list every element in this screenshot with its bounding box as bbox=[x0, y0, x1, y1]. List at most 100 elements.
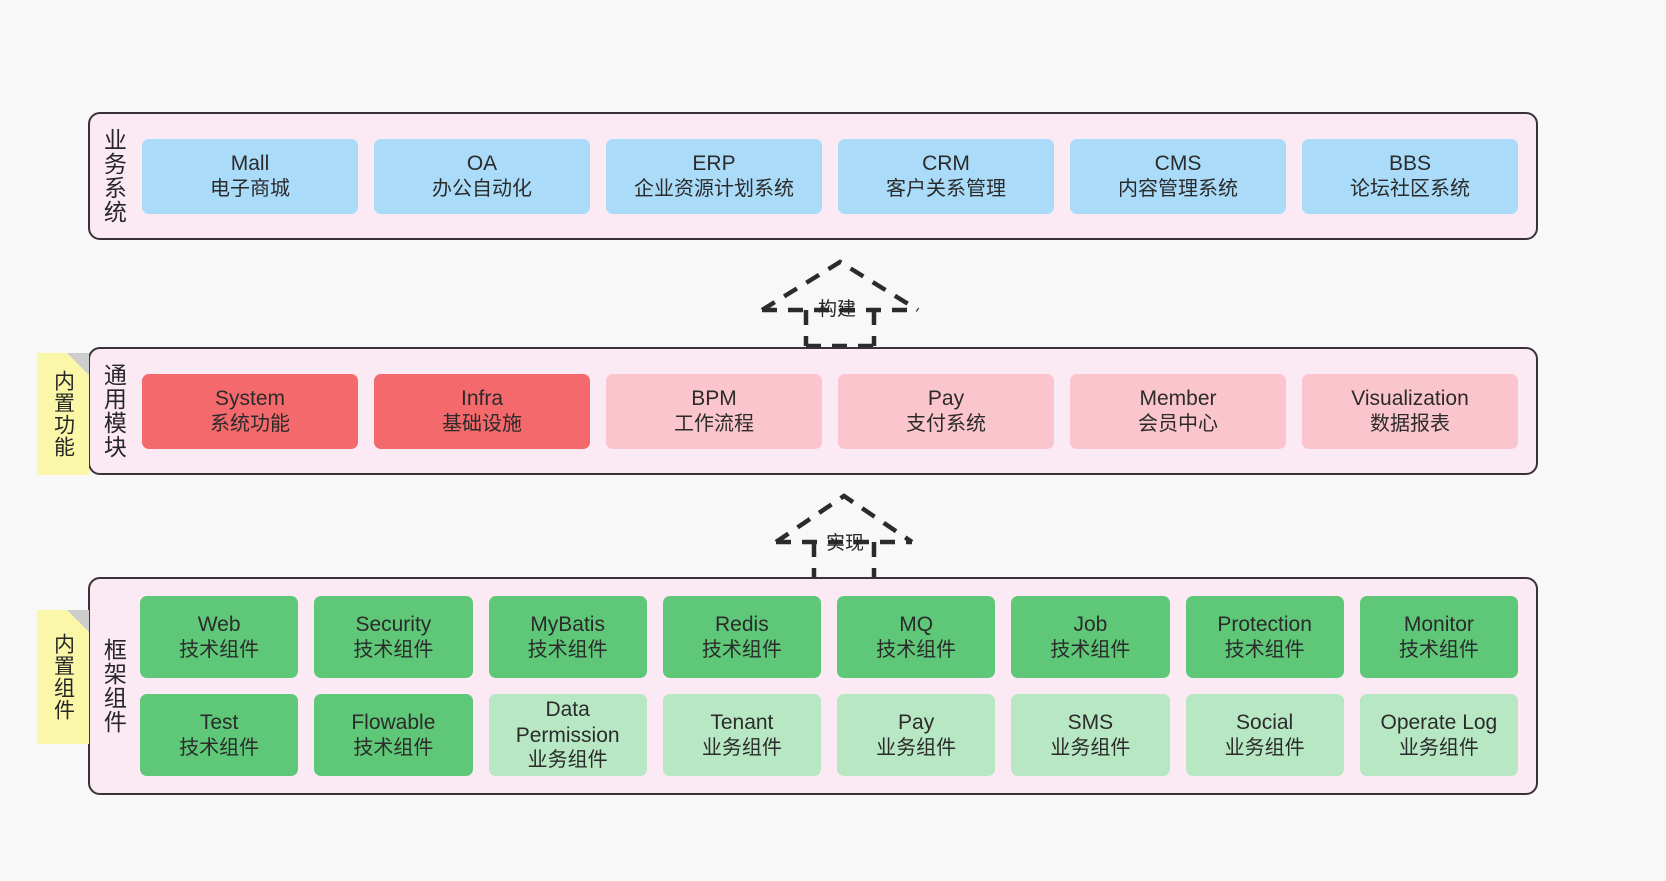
node-bpm[interactable]: BPM 工作流程 bbox=[606, 373, 822, 449]
node-title: Pay bbox=[898, 711, 935, 734]
node-title: Pay bbox=[927, 387, 965, 410]
row: Web 技术组件 Security 技术组件 MyBatis 技术组件 Redi… bbox=[140, 596, 1518, 678]
row: System 系统功能 Infra 基础设施 BPM 工作流程 Pay 支付系统… bbox=[142, 373, 1518, 449]
node-member[interactable]: Member 会员中心 bbox=[1070, 373, 1286, 449]
generalization-triangle-sides bbox=[774, 493, 914, 544]
node-monitor[interactable]: Monitor 技术组件 bbox=[1359, 596, 1518, 678]
connector-build-label: 构建 bbox=[818, 299, 857, 320]
node-subtitle: 业务组件 bbox=[527, 749, 608, 772]
node-redis[interactable]: Redis 技术组件 bbox=[662, 596, 821, 678]
node-subtitle: 技术组件 bbox=[1398, 638, 1479, 661]
node-test[interactable]: Test 技术组件 bbox=[140, 694, 299, 776]
node-subtitle: 技术组件 bbox=[353, 736, 434, 759]
node-subtitle: 业务组件 bbox=[1050, 736, 1131, 759]
node-subtitle: 论坛社区系统 bbox=[1350, 177, 1470, 200]
node-title: Redis bbox=[715, 613, 769, 636]
node-subtitle: 电子商城 bbox=[210, 177, 290, 200]
node-title: Member bbox=[1139, 387, 1217, 410]
node-cms[interactable]: CMS 内容管理系统 bbox=[1070, 138, 1286, 214]
connector-build: 构建 bbox=[756, 258, 924, 349]
node-infra[interactable]: Infra 基础设施 bbox=[374, 373, 590, 449]
node-data-permission[interactable]: Data Permission 业务组件 bbox=[488, 694, 647, 776]
node-system[interactable]: System 系统功能 bbox=[142, 373, 358, 449]
row: Test 技术组件 Flowable 技术组件 Data Permission … bbox=[140, 694, 1518, 776]
node-tenant[interactable]: Tenant 业务组件 bbox=[662, 694, 821, 776]
node-title: Protection bbox=[1217, 613, 1312, 636]
node-job[interactable]: Job 技术组件 bbox=[1011, 596, 1170, 678]
node-subtitle: 客户关系管理 bbox=[886, 177, 1006, 200]
node-pay-business[interactable]: Pay 业务组件 bbox=[837, 694, 996, 776]
node-subtitle: 业务组件 bbox=[1224, 736, 1305, 759]
node-mq[interactable]: MQ 技术组件 bbox=[837, 596, 996, 678]
node-subtitle: 技术组件 bbox=[701, 638, 782, 661]
node-subtitle: 技术组件 bbox=[876, 638, 957, 661]
node-sms[interactable]: SMS 业务组件 bbox=[1011, 694, 1170, 776]
layer-business-systems-label: 业务系统 bbox=[100, 128, 127, 224]
node-protection[interactable]: Protection 技术组件 bbox=[1185, 596, 1344, 678]
sticky-note-builtin-components: 内置组件 bbox=[37, 610, 89, 744]
node-title: System bbox=[214, 387, 285, 410]
node-subtitle: 业务组件 bbox=[1398, 736, 1479, 759]
node-title: Operate Log bbox=[1380, 711, 1498, 734]
node-title: Security bbox=[355, 613, 432, 636]
node-title: BPM bbox=[691, 387, 737, 410]
node-subtitle: 系统功能 bbox=[210, 412, 290, 435]
node-title: CMS bbox=[1154, 152, 1202, 175]
node-subtitle: 技术组件 bbox=[353, 638, 434, 661]
node-social[interactable]: Social 业务组件 bbox=[1185, 694, 1344, 776]
row: Mall 电子商城 OA 办公自动化 ERP 企业资源计划系统 CRM 客户关系… bbox=[142, 138, 1518, 214]
node-mall[interactable]: Mall 电子商城 bbox=[142, 138, 358, 214]
node-subtitle: 内容管理系统 bbox=[1118, 177, 1238, 200]
node-security[interactable]: Security 技术组件 bbox=[314, 596, 473, 678]
node-title: BBS bbox=[1388, 152, 1432, 175]
sticky-note-label: 内置组件 bbox=[51, 633, 75, 721]
node-title: MyBatis bbox=[530, 613, 605, 636]
node-title: Tenant bbox=[710, 711, 774, 734]
layer-common-modules: 通用模块 System 系统功能 Infra 基础设施 BPM 工作流程 Pay… bbox=[88, 347, 1538, 475]
node-title: Mall bbox=[230, 152, 270, 175]
node-subtitle: 技术组件 bbox=[179, 638, 260, 661]
node-title: SMS bbox=[1067, 711, 1114, 734]
node-mybatis[interactable]: MyBatis 技术组件 bbox=[488, 596, 647, 678]
node-subtitle: 技术组件 bbox=[527, 638, 608, 661]
node-web[interactable]: Web 技术组件 bbox=[140, 596, 299, 678]
node-subtitle: 支付系统 bbox=[906, 412, 986, 435]
node-flowable[interactable]: Flowable 技术组件 bbox=[314, 694, 473, 776]
node-visualization[interactable]: Visualization 数据报表 bbox=[1302, 373, 1518, 449]
node-title: CRM bbox=[922, 152, 970, 175]
node-subtitle: 技术组件 bbox=[1224, 638, 1305, 661]
node-subtitle: 技术组件 bbox=[1050, 638, 1131, 661]
node-subtitle: 数据报表 bbox=[1370, 412, 1450, 435]
connector-implement: 实现 bbox=[770, 492, 918, 583]
node-oa[interactable]: OA 办公自动化 bbox=[374, 138, 590, 214]
node-title: Test bbox=[199, 711, 239, 734]
node-subtitle: 技术组件 bbox=[179, 736, 260, 759]
node-subtitle: 业务组件 bbox=[876, 736, 957, 759]
node-pay[interactable]: Pay 支付系统 bbox=[838, 373, 1054, 449]
layer-framework-components-label: 框架组件 bbox=[100, 638, 127, 734]
node-title: Flowable bbox=[351, 711, 436, 734]
node-title: MQ bbox=[899, 613, 934, 636]
node-title: ERP bbox=[692, 152, 736, 175]
node-title: Job bbox=[1073, 613, 1108, 636]
generalization-triangle-sides bbox=[760, 259, 920, 312]
node-title: Data Permission bbox=[515, 698, 620, 747]
node-bbs[interactable]: BBS 论坛社区系统 bbox=[1302, 138, 1518, 214]
node-subtitle: 企业资源计划系统 bbox=[634, 177, 794, 200]
layer-framework-components-body: Web 技术组件 Security 技术组件 MyBatis 技术组件 Redi… bbox=[136, 579, 1536, 793]
connector-implement-label: 实现 bbox=[826, 533, 865, 554]
node-title: Infra bbox=[460, 387, 504, 410]
node-title: Web bbox=[197, 613, 241, 636]
node-subtitle: 会员中心 bbox=[1138, 412, 1218, 435]
node-erp[interactable]: ERP 企业资源计划系统 bbox=[606, 138, 822, 214]
sticky-note-builtin-features: 内置功能 bbox=[37, 353, 89, 475]
node-subtitle: 办公自动化 bbox=[432, 177, 532, 200]
node-operate-log[interactable]: Operate Log 业务组件 bbox=[1359, 694, 1518, 776]
node-crm[interactable]: CRM 客户关系管理 bbox=[838, 138, 1054, 214]
node-subtitle: 基础设施 bbox=[442, 412, 522, 435]
sticky-note-label: 内置功能 bbox=[51, 370, 75, 458]
layer-business-systems-body: Mall 电子商城 OA 办公自动化 ERP 企业资源计划系统 CRM 客户关系… bbox=[136, 114, 1536, 238]
node-title: OA bbox=[466, 152, 498, 175]
layer-common-modules-body: System 系统功能 Infra 基础设施 BPM 工作流程 Pay 支付系统… bbox=[136, 349, 1536, 473]
layer-business-systems: 业务系统 Mall 电子商城 OA 办公自动化 ERP 企业资源计划系统 CRM… bbox=[88, 112, 1538, 240]
